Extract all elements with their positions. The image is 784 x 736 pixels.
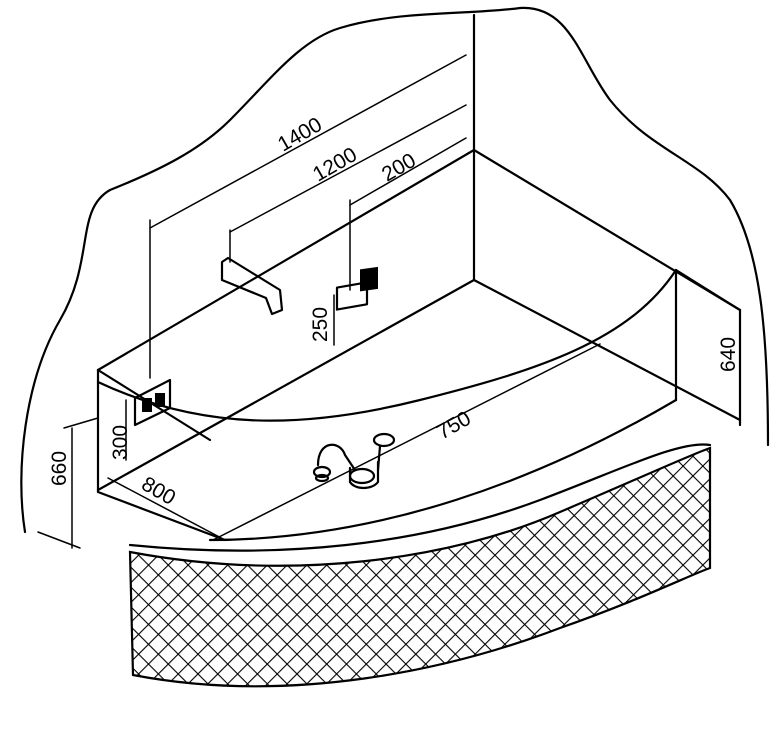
dim-line-1200 bbox=[229, 104, 467, 233]
thermostat-control-box bbox=[335, 266, 378, 311]
waste-overflow-assembly bbox=[312, 432, 396, 490]
left-panel-bottom bbox=[96, 490, 227, 542]
dim-label-750: 750 bbox=[433, 407, 475, 444]
dim-label-1200: 1200 bbox=[309, 143, 361, 186]
spout-fixture bbox=[220, 256, 284, 316]
dim-label-200: 200 bbox=[378, 149, 420, 186]
front-mesh-panel bbox=[128, 446, 712, 688]
tub-floor-edge-left bbox=[96, 278, 476, 492]
dim-label-800: 800 bbox=[138, 472, 180, 509]
tub-rim-curve bbox=[96, 268, 678, 422]
dim-label-660: 660 bbox=[48, 451, 71, 486]
right-panel-top bbox=[674, 268, 742, 312]
tub-inner-curve bbox=[208, 398, 678, 542]
dim-line-1400 bbox=[149, 54, 467, 229]
dim-ext-660-bottom bbox=[37, 531, 81, 549]
mixer-valve bbox=[133, 378, 172, 427]
tub-back-edge-left bbox=[96, 148, 476, 372]
dim-label-250: 250 bbox=[309, 307, 332, 342]
tub-front-top-curve bbox=[128, 443, 712, 552]
dim-label-640: 640 bbox=[717, 337, 740, 372]
dim-line-800 bbox=[107, 477, 226, 541]
tub-floor-edge-right bbox=[472, 278, 742, 422]
wall-outline bbox=[20, 6, 770, 534]
dim-ext-660-top bbox=[63, 417, 99, 429]
dim-line-750 bbox=[212, 343, 601, 541]
dim-line-200 bbox=[349, 137, 467, 206]
dim-label-300: 300 bbox=[109, 425, 132, 460]
left-panel-top bbox=[96, 368, 212, 442]
dim-label-1400: 1400 bbox=[274, 113, 326, 156]
